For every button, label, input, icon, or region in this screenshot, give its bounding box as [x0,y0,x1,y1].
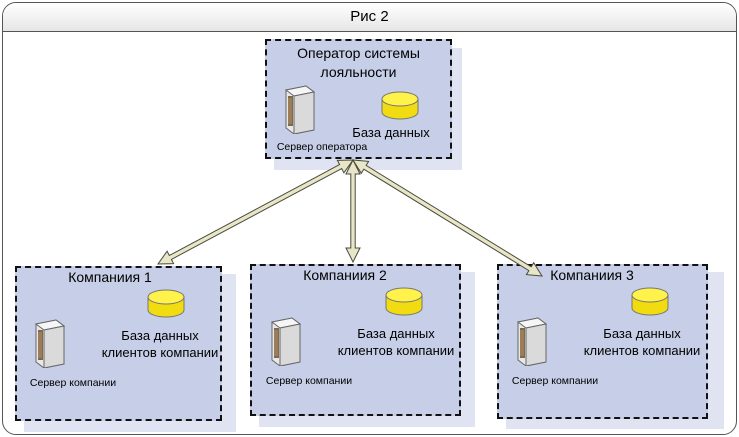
database-icon [631,287,669,316]
company-2-db-line1: База данных [357,326,435,341]
operator-db-label: База данных [352,125,430,140]
server-icon [270,317,302,366]
operator-title-line1: Оператор системы [297,45,420,61]
company-2-server-label: Сервер компании [265,375,353,387]
company-2-db-label: База данных клиентов компании [336,325,456,359]
server-icon [516,317,548,366]
database-icon [385,287,423,316]
figure-title: Рис 2 [3,3,736,32]
company-3-db-line1: База данных [603,326,681,341]
arrow-operator-company-2 [345,158,361,264]
company-1-db-label: База данных клиентов компании [100,327,220,361]
company-2-title: Компаниия 2 [303,267,387,283]
operator-server-label: Сервер оператора [276,141,368,153]
company-1-db-line1: База данных [121,328,199,343]
company-3-title: Компаниия 3 [550,267,634,283]
arrow-operator-company-3 [352,159,543,277]
company-1-title: Компаниия 1 [68,269,152,285]
company-3-db-line2: клиентов компании [583,343,701,358]
database-icon [381,91,419,120]
operator-title: Оператор системы лояльности [265,44,452,82]
database-icon [147,289,185,318]
company-3-server-label: Сервер компании [511,375,599,387]
operator-title-line2: лояльности [320,64,397,80]
arrow-operator-company-1 [157,159,354,265]
company-2-db-line2: клиентов компании [337,343,455,358]
server-icon [284,85,316,134]
company-1-server-label: Сервер компании [29,377,117,389]
company-3-db-label: База данных клиентов компании [580,325,704,359]
server-icon [34,319,66,368]
company-1-db-line2: клиентов компании [101,345,219,360]
